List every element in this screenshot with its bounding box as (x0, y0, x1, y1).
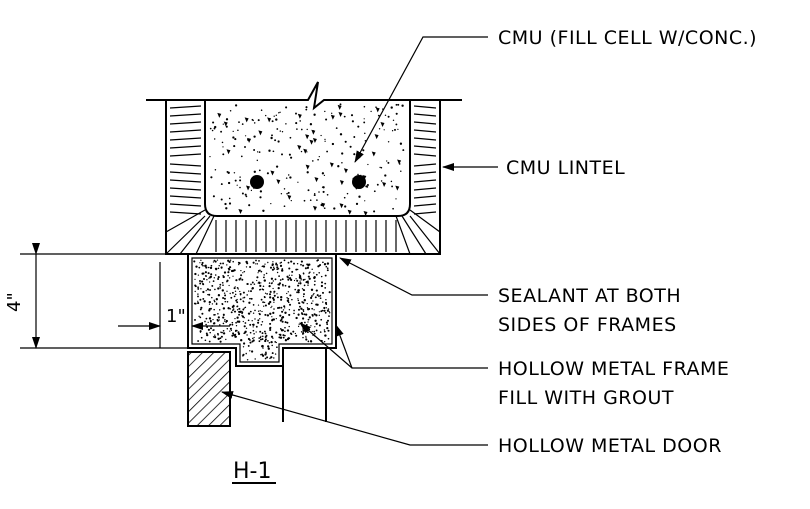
grout-fill (193, 259, 331, 361)
label-cmu-lintel: CMU LINTEL (506, 157, 625, 179)
label-sealant-2: SIDES OF FRAMES (498, 314, 677, 336)
label-sealant-1: SEALANT AT BOTH (498, 285, 681, 307)
rebar-left (250, 175, 264, 189)
wall-top-line (146, 81, 462, 111)
rebar-right (352, 175, 366, 189)
cmu-lintel-block (165, 100, 441, 255)
offset-dim-text: 1" (166, 306, 186, 327)
height-dimension (20, 243, 188, 349)
concrete-fill (209, 103, 405, 217)
label-door: HOLLOW METAL DOOR (498, 435, 722, 457)
detail-title: H-1 (233, 459, 271, 484)
height-dim-text: 4" (4, 292, 25, 312)
offset-dimension (118, 262, 230, 348)
leaders (221, 36, 498, 446)
label-cmu-fill: CMU (FILL CELL W/CONC.) (498, 27, 757, 49)
label-frame-1: HOLLOW METAL FRAME (498, 358, 729, 380)
hollow-metal-door (187, 351, 231, 427)
hollow-metal-frame (187, 254, 337, 422)
label-frame-2: FILL WITH GROUT (498, 387, 674, 409)
